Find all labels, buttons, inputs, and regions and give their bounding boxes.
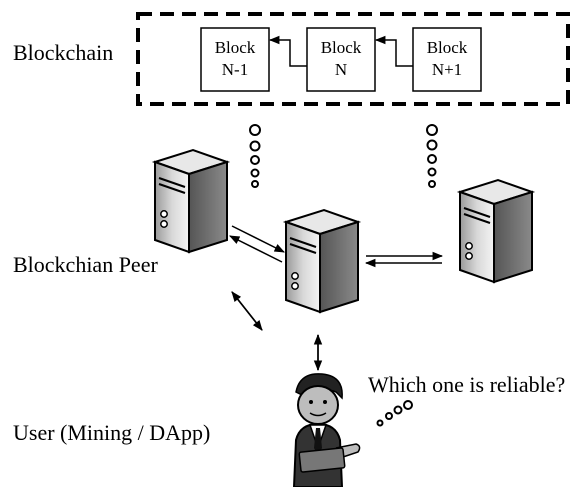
arrow-user-peer-left <box>231 291 263 331</box>
block-label-n-plus-1: Block N+1 <box>413 37 481 81</box>
dot-trail-right <box>426 124 438 188</box>
label-user: User (Mining / DApp) <box>13 420 211 445</box>
block-n-plus-1 <box>412 27 482 92</box>
block-label-line1: Block <box>214 38 256 57</box>
dot-trail-left <box>249 124 261 188</box>
label-blockchain-peer: Blockchian Peer <box>13 252 158 277</box>
block-label-line2: N+1 <box>431 60 463 79</box>
block-label-line2: N-1 <box>221 60 249 79</box>
block-label-line1: Block <box>320 38 362 57</box>
link-arrow-n-to-n-minus-1 <box>268 35 307 67</box>
thought-bubble-icon <box>376 400 413 427</box>
block-label-line2: N <box>334 60 348 79</box>
link-arrow-n-plus-1-to-n <box>374 35 413 67</box>
user-figure-icon <box>292 373 361 487</box>
arrow-left-center-pair <box>229 225 285 263</box>
blockchain-container <box>136 12 570 106</box>
server-icon <box>282 208 362 314</box>
block-label-n-minus-1: Block N-1 <box>201 37 269 81</box>
block-n-minus-1 <box>200 27 270 92</box>
label-blockchain: Blockchain <box>13 40 114 65</box>
block-n <box>306 27 376 92</box>
server-icon <box>151 148 231 254</box>
server-icon <box>456 178 536 284</box>
block-label-line1: Block <box>426 38 468 57</box>
block-label-n: Block N <box>307 37 375 81</box>
arrow-center-right-pair <box>364 251 444 268</box>
label-question: Which one is reliable? <box>368 372 566 397</box>
